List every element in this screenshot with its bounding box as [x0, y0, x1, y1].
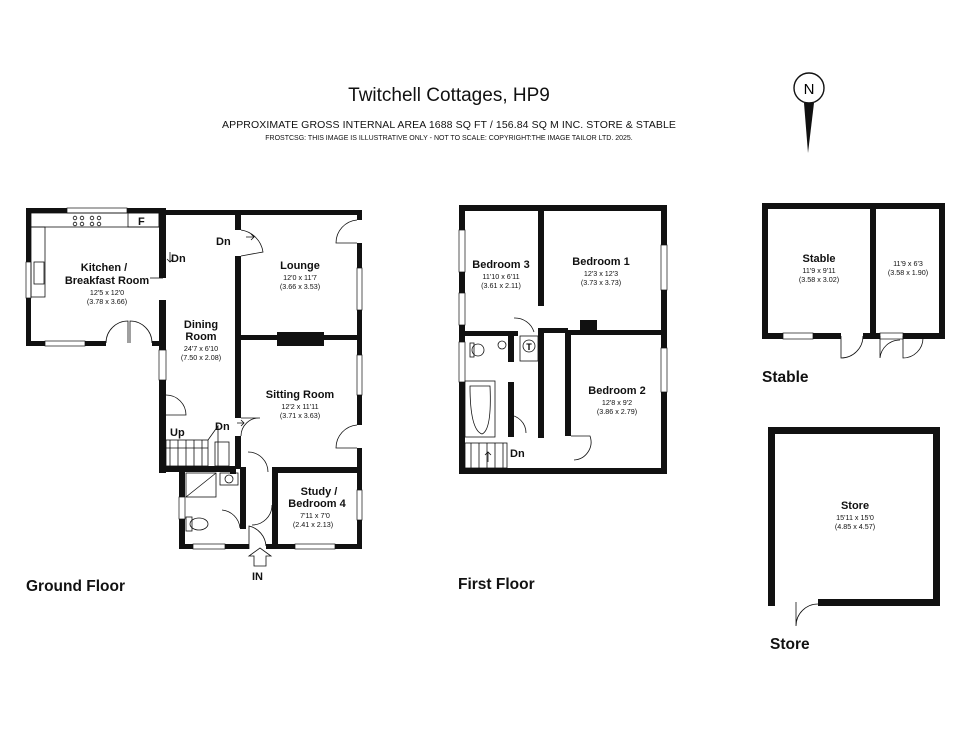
store-dims-metric: (4.85 x 4.57)	[835, 522, 875, 531]
sitting-room-dims-metric: (3.71 x 3.63)	[280, 411, 320, 420]
stable-dims-metric: (3.58 x 3.02)	[799, 275, 839, 284]
ground-floor-label: Ground Floor	[26, 578, 125, 595]
sitting-room-dims-imperial: 12'2 x 11'11	[281, 402, 318, 411]
sitting-room-name: Sitting Room	[266, 389, 335, 401]
stable-labels: Stable 11'9 x 9'11 (3.58 x 3.02) 11'9 x …	[762, 253, 928, 386]
plan-title: Twitchell Cottages, HP9	[348, 85, 550, 106]
kitchen-dims-imperial: 12'5 x 12'0	[90, 288, 124, 297]
dn-kitchen-marker: Dn	[171, 253, 186, 265]
bedroom2-name: Bedroom 2	[588, 385, 645, 397]
bedroom1-dims-metric: (3.73 x 3.73)	[581, 278, 621, 287]
ground-floor-labels: F Kitchen / Breakfast Room 12'5 x 12'0 (…	[26, 216, 347, 595]
dining-dims-imperial: 24'7 x 6'10	[184, 344, 218, 353]
bedroom2-dims-imperial: 12'8 x 9'2	[602, 398, 632, 407]
entrance-marker: IN	[252, 571, 263, 583]
lounge-dims-imperial: 12'0 x 11'7	[283, 273, 317, 282]
lounge-dims-metric: (3.66 x 3.53)	[280, 282, 320, 291]
bedroom3-dims-imperial: 11'10 x 6'11	[482, 272, 519, 281]
kitchen-dims-metric: (3.78 x 3.66)	[87, 297, 127, 306]
store-plan	[768, 427, 940, 627]
stable-label: Stable	[762, 369, 809, 386]
store-room-name: Store	[841, 500, 869, 512]
dn-lounge-marker: Dn	[216, 236, 231, 248]
study-dims-imperial: 7'11 x 7'0	[300, 511, 330, 520]
stable-annex-dims-imperial: 11'9 x 6'3	[893, 259, 923, 268]
bedroom3-dims-metric: (3.61 x 2.11)	[481, 281, 521, 290]
kitchen-name-1: Kitchen /	[81, 262, 127, 274]
dn-sitting-marker: Dn	[215, 421, 230, 433]
north-compass: N	[793, 72, 825, 153]
stable-plan	[762, 203, 945, 359]
dining-name-1: Dining	[184, 319, 218, 331]
kitchen-name-2: Breakfast Room	[65, 275, 150, 287]
up-marker: Up	[170, 427, 185, 439]
area-summary: APPROXIMATE GROSS INTERNAL AREA 1688 SQ …	[222, 119, 676, 131]
disclaimer: FROSTCSG: THIS IMAGE IS ILLUSTRATIVE ONL…	[265, 135, 633, 142]
fridge-marker: F	[138, 216, 145, 228]
entrance-arrow-icon	[247, 547, 273, 567]
dining-name-2: Room	[185, 331, 216, 343]
bedroom3-name: Bedroom 3	[472, 259, 529, 271]
first-floor-plan	[458, 205, 668, 474]
stable-annex-dims-metric: (3.58 x 1.90)	[888, 268, 928, 277]
first-floor-label: First Floor	[458, 576, 535, 593]
dining-dims-metric: (7.50 x 2.08)	[181, 353, 221, 362]
bedroom1-name: Bedroom 1	[572, 256, 629, 268]
bedroom1-dims-imperial: 12'3 x 12'3	[584, 269, 618, 278]
store-label: Store	[770, 636, 810, 653]
first-floor-labels: Bedroom 3 11'10 x 6'11 (3.61 x 2.11) Bed…	[458, 256, 646, 593]
ground-floor-plan	[25, 207, 363, 567]
store-labels: Store 15'11 x 15'0 (4.85 x 4.57) Store	[770, 500, 875, 653]
compass-label: N	[804, 81, 815, 98]
study-name-1: Study /	[301, 486, 338, 498]
dn-first-marker: Dn	[510, 448, 525, 460]
store-dims-imperial: 15'11 x 15'0	[836, 513, 874, 522]
bedroom2-dims-metric: (3.86 x 2.79)	[597, 407, 637, 416]
stable-room-name: Stable	[802, 253, 835, 265]
stable-dims-imperial: 11'9 x 9'11	[802, 266, 835, 275]
north-arrow-icon	[804, 103, 814, 153]
lounge-name: Lounge	[280, 260, 320, 272]
study-dims-metric: (2.41 x 2.13)	[293, 520, 333, 529]
study-name-2: Bedroom 4	[288, 498, 346, 510]
tank-marker: T	[526, 342, 532, 352]
